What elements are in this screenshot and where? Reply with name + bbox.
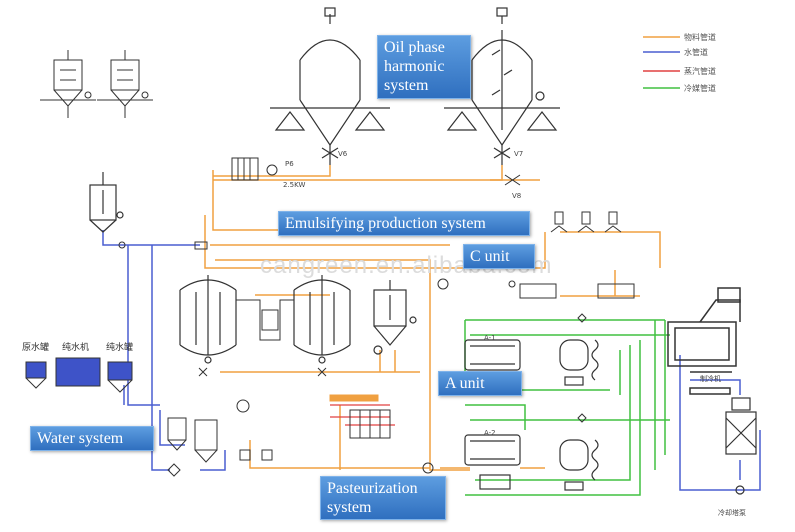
chiller-label: 制冷机 [700,375,721,383]
a-unit-tag-1: A-1 [484,334,496,342]
legend-label-material: 物料管道 [684,33,716,42]
feed-tank [89,172,124,233]
pasteurizer [329,394,434,474]
small-mixing-tank-1 [40,50,96,118]
plate-heat-exchanger-top [231,157,521,186]
emulsifying-tank-1 [179,275,237,364]
emulsifying-label: Emulsifying production system [278,211,530,237]
valve-v7-label: V7 [514,150,524,158]
oil-phase-label: Oil phase harmonic system [377,35,471,99]
raw-water-tank-label: 原水罐 [22,343,50,353]
legend-label-steam: 蒸汽管道 [684,67,716,76]
cooling-tower [725,397,757,495]
pure-water-machine-label: 纯水机 [62,343,90,353]
cooling-tower-pump-label: 冷却塔泵 [718,509,746,517]
a-unit-tag-2: A-2 [484,429,496,437]
chiller-unit [667,287,741,395]
legend [643,36,680,89]
water-pipes [102,230,761,491]
pure-water-machine [55,357,101,387]
legend-label-water: 水管道 [684,48,708,57]
raw-water-tank [25,361,47,389]
c-unit-label: C unit [463,244,535,270]
emulsifying-interconnect [236,299,294,341]
pump-p6-power: 2.5KW [283,181,306,189]
valve-v6-label: V6 [338,150,348,158]
small-mixing-tank-2 [97,50,153,118]
filter-group [550,211,622,233]
legend-label-refrigerant: 冷媒管道 [684,84,716,93]
emulsifying-tank-2 [293,275,351,364]
water-system-label: Water system [30,426,154,452]
pasteurization-label: Pasteurization system [320,476,446,521]
oil-phase-tank-2 [444,7,560,165]
a-unit-receivers [559,339,599,491]
pure-water-tank [107,361,133,393]
intermediate-tank [373,280,417,355]
oil-phase-tank-1 [270,7,390,165]
pure-water-tank-label: 纯水罐 [106,343,134,353]
inline-valves [118,241,587,477]
cip-tanks [167,399,273,463]
valve-v8-label: V8 [512,192,522,200]
pump-p6-label: P6 [285,160,294,168]
c-unit-exchangers [437,278,635,299]
a-unit-label: A unit [438,371,522,397]
a-unit-exchanger-2 [464,434,521,490]
